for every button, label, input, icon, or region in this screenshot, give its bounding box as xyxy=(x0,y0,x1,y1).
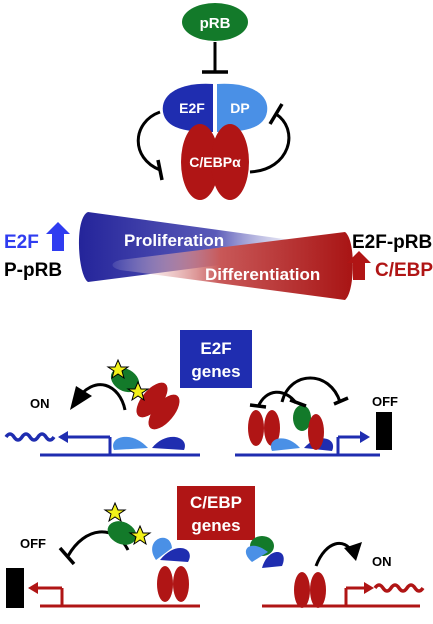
prb-protein: pRB xyxy=(182,3,248,41)
promoter-arrow-red-icon xyxy=(344,582,374,606)
right-state: E2F-pRB C/EBPα xyxy=(347,232,433,281)
cebpa-dimer-bound xyxy=(248,410,280,446)
e2f-dp-cebpa-complex xyxy=(152,537,190,602)
differentiation-label: Differentiation xyxy=(205,265,320,284)
e2f-genes-line1: E2F xyxy=(200,339,231,358)
phosphate-star-icon xyxy=(128,524,152,546)
cebpa-dimer-bound xyxy=(294,572,326,608)
on-label-top: ON xyxy=(30,396,50,411)
promoter-arrow-blue-icon xyxy=(58,431,112,455)
phosphate-star-icon xyxy=(126,380,150,402)
cebp-genes-line1: C/EBP xyxy=(190,493,242,512)
e2f-genes-line2: genes xyxy=(191,362,240,381)
prb-inhibition-bar xyxy=(202,42,228,74)
e2f-dp-prb-bound xyxy=(270,405,334,451)
dp-protein: DP xyxy=(217,83,268,132)
on-label-bottom: ON xyxy=(372,554,392,569)
e2f-dp-bound xyxy=(113,436,185,450)
repression-bar xyxy=(58,546,76,566)
repression-bar xyxy=(289,398,307,408)
right-cebpa-label: C/EBPα xyxy=(375,260,433,281)
off-label-bottom: OFF xyxy=(20,536,46,551)
e2f-label: E2F xyxy=(179,100,205,116)
repression-bar xyxy=(249,403,267,409)
e2f-genes-box: E2F genes xyxy=(180,330,252,388)
prb-label: pRB xyxy=(200,15,231,32)
gene-block-off xyxy=(6,568,24,608)
differentiation-wedge: Differentiation xyxy=(112,232,353,300)
repression-bar xyxy=(333,396,349,406)
phosphate-star-icon xyxy=(103,501,127,523)
activation-arrow xyxy=(314,541,354,567)
cebpa-dimer: C/EBPα xyxy=(181,124,249,200)
up-arrow-blue-icon xyxy=(46,222,70,251)
left-pprb-label: P-pRB xyxy=(4,260,62,281)
mutual-inhibition-arc-right xyxy=(249,103,291,174)
left-e2f-label: E2F xyxy=(4,232,39,253)
cebp-genes-line2: genes xyxy=(191,516,240,535)
e2f-protein: E2F xyxy=(162,83,213,132)
dp-label: DP xyxy=(230,100,249,116)
cebpa-label: C/EBPα xyxy=(189,154,241,170)
transcript-squiggle xyxy=(373,583,425,593)
mutual-inhibition-arc-left xyxy=(136,110,164,181)
proliferation-label: Proliferation xyxy=(124,231,224,250)
phospho-prb xyxy=(106,358,150,402)
e2f-genes-off-panel: OFF xyxy=(235,376,398,457)
gene-block-off xyxy=(376,412,392,450)
e2f-genes-on-panel: ON xyxy=(4,358,200,457)
cebpa-dimer-free xyxy=(136,382,180,430)
left-state: E2F P-pRB xyxy=(4,222,70,281)
phosphate-star-icon xyxy=(106,358,130,380)
activation-arrowhead-icon xyxy=(344,542,362,561)
promoter-arrow-red-icon xyxy=(28,582,64,606)
cebp-genes-box: C/EBP genes xyxy=(177,486,255,540)
off-label-top: OFF xyxy=(372,394,398,409)
phospho-prb xyxy=(103,501,152,546)
right-e2f-prb-label: E2F-pRB xyxy=(352,232,432,253)
repression-arc xyxy=(280,376,342,403)
cebp-genes-on-panel: ON xyxy=(245,536,425,608)
activation-arrowhead-icon xyxy=(70,386,92,410)
promoter-arrow-blue-icon xyxy=(336,431,370,455)
up-arrow-red-icon xyxy=(347,251,371,280)
e2f-dp-prb-free xyxy=(245,536,284,568)
cebp-genes-off-panel: OFF xyxy=(6,501,200,608)
